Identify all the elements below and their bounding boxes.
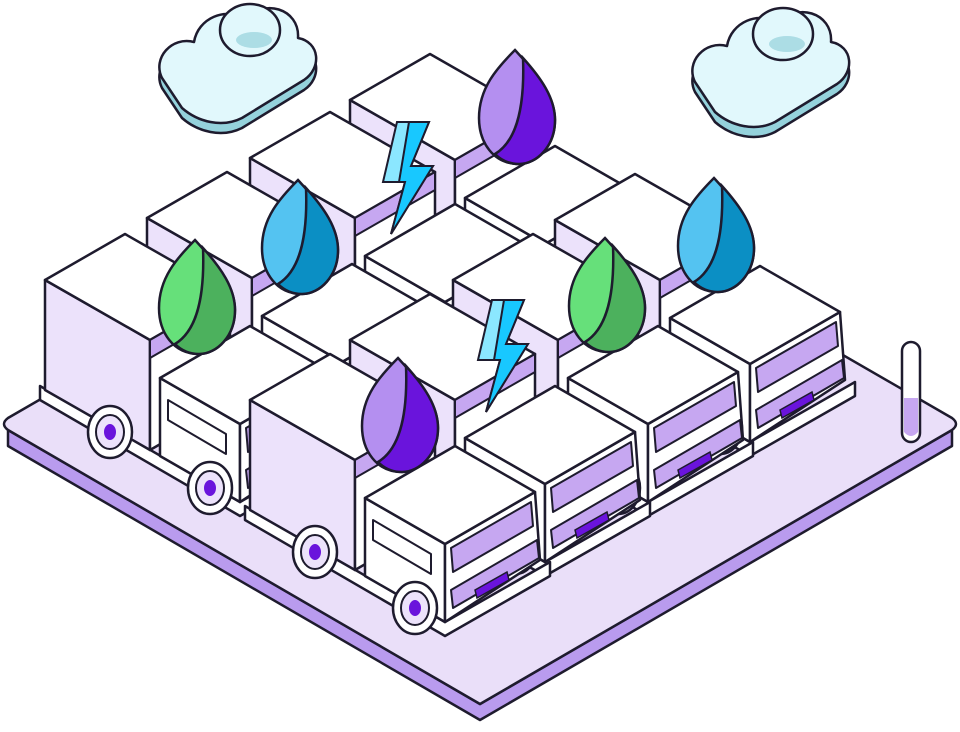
truck-front-left-a [140, 170, 449, 456]
cloud-right-icon [691, 6, 851, 139]
truck-front [243, 352, 552, 638]
purple-drop-icon [360, 356, 440, 474]
truck-mid-right [548, 172, 857, 458]
truck-front-left-b [38, 232, 347, 518]
purple-drop-icon [477, 48, 557, 166]
green-drop-icon [157, 238, 237, 356]
blue-drop-icon [260, 178, 340, 296]
truck-center [343, 292, 652, 578]
truck-back-center [343, 48, 652, 338]
blue-drop-icon [676, 176, 756, 294]
green-drop-icon [567, 236, 647, 354]
cloud-left-icon [158, 2, 318, 135]
charging-post-icon [900, 340, 922, 444]
bolt-icon [382, 121, 435, 235]
truck-mid-left [243, 110, 552, 396]
bolt-icon [477, 299, 530, 413]
truck-center-right [446, 232, 755, 518]
